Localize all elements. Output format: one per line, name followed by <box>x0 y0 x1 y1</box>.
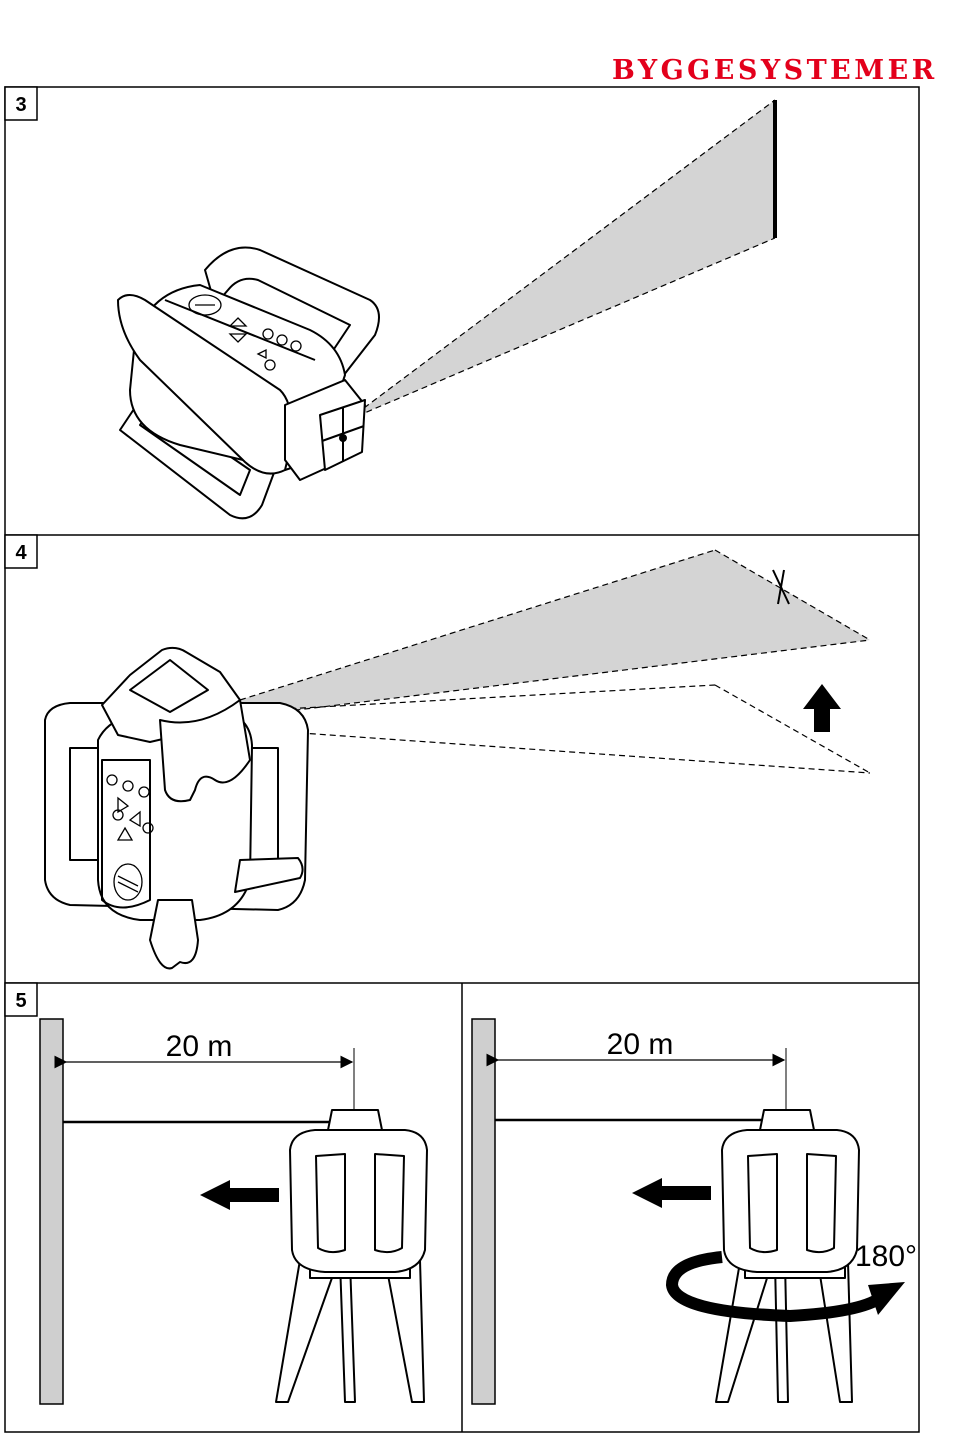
laser-beam-plane-tilted <box>215 550 870 720</box>
arrow-up-icon <box>116 826 134 841</box>
wall <box>39 1018 64 1405</box>
arrow-left-icon <box>632 1178 711 1208</box>
arrow-left-icon <box>200 1180 279 1210</box>
button-icon <box>112 809 124 821</box>
figure-3-illustration <box>117 99 777 520</box>
figure-4-number: 4 <box>15 542 27 564</box>
control-panel <box>188 294 302 371</box>
figure-4-illustration <box>44 549 871 970</box>
button-icon <box>290 340 302 352</box>
power-button-icon <box>264 359 276 371</box>
laser-on-tripod <box>715 1109 860 1403</box>
rotary-knob-icon <box>113 863 143 901</box>
button-icon <box>138 786 150 798</box>
x-mark-icon <box>772 569 790 605</box>
figure-5-label: 5 <box>4 982 38 1017</box>
figure-5-right-illustration: 20 m 180° <box>471 1018 917 1405</box>
button-icon <box>142 822 154 834</box>
button-icon <box>122 780 134 792</box>
rotating-laser-device-lying <box>117 246 380 520</box>
rotating-laser-device-upright <box>44 646 309 970</box>
brand-logo: BYGGESYSTEMER <box>612 55 938 86</box>
figure-5-left-illustration: 20 m <box>39 1018 428 1405</box>
distance-label: 20 m <box>607 1028 674 1061</box>
laser-on-tripod <box>275 1109 428 1403</box>
arrow-icon <box>117 796 130 814</box>
figure-5-number: 5 <box>15 990 26 1012</box>
arrow-down-icon <box>228 333 248 343</box>
wall <box>471 1018 496 1405</box>
figure-3-label: 3 <box>4 86 38 121</box>
rotation-arrow-icon <box>665 1251 905 1323</box>
figure-3-number: 3 <box>15 94 26 116</box>
rotation-label: 180° <box>855 1240 917 1273</box>
figure-4-label: 4 <box>4 534 38 569</box>
button-icon <box>276 334 288 346</box>
arrow-icon <box>128 810 141 828</box>
distance-label: 20 m <box>166 1030 233 1063</box>
arrow-up-icon <box>803 684 841 732</box>
button-icon <box>262 328 274 340</box>
rotary-knob-icon <box>188 294 222 316</box>
arrow-up-icon <box>228 317 248 327</box>
arrow-left-icon <box>256 348 267 360</box>
control-panel-upright <box>106 774 154 901</box>
button-icon <box>106 774 118 786</box>
